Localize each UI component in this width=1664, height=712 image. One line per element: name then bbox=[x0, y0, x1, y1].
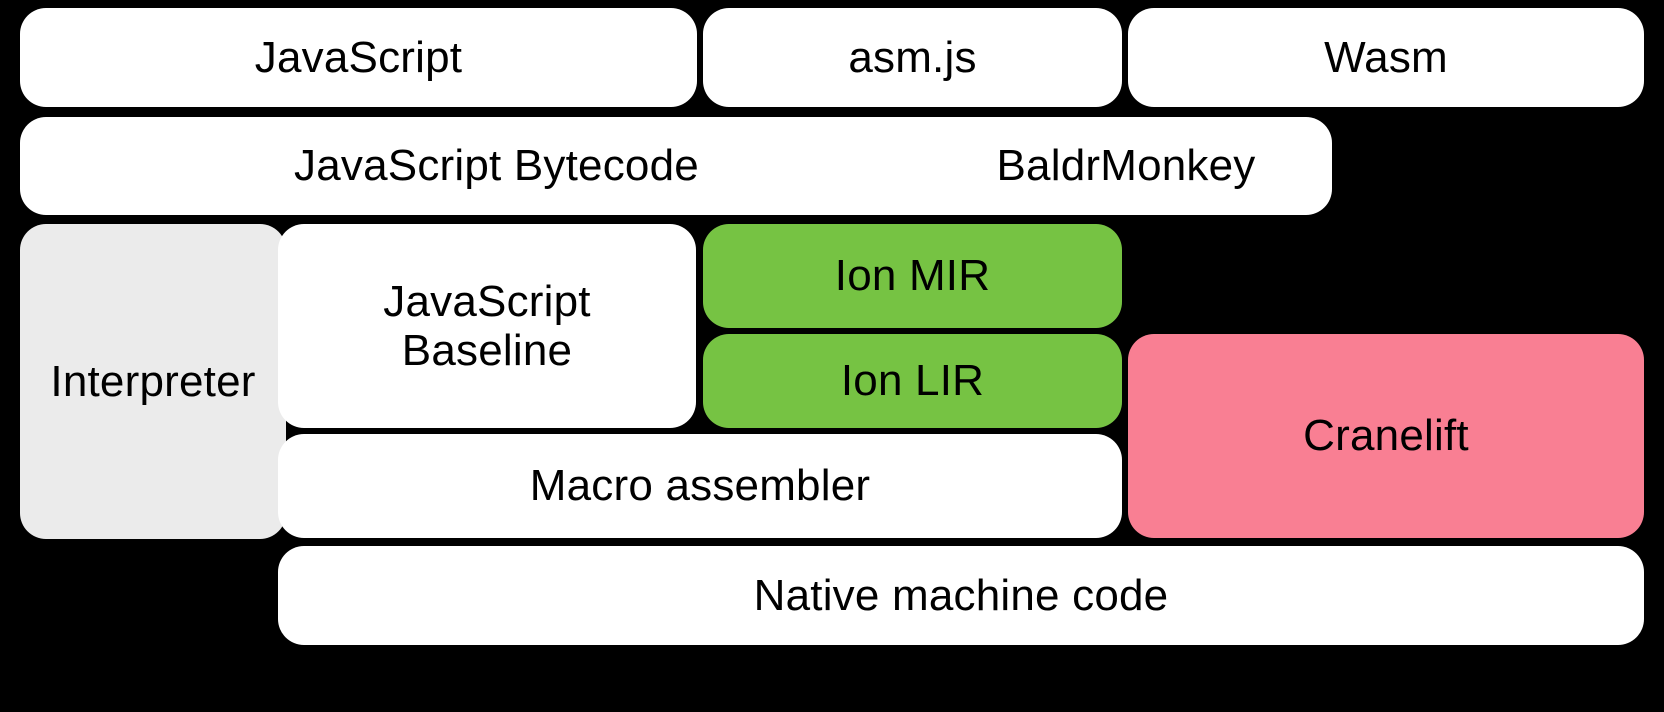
node-javascript[interactable]: JavaScript bbox=[20, 8, 697, 107]
node-javascript-baseline[interactable]: JavaScript Baseline bbox=[278, 224, 696, 428]
node-asm-js[interactable]: asm.js bbox=[703, 8, 1122, 107]
node-label: JavaScript Bytecode bbox=[294, 141, 699, 191]
node-label: Ion LIR bbox=[840, 356, 985, 406]
node-native-machine-code[interactable]: Native machine code bbox=[278, 546, 1644, 645]
node-cranelift[interactable]: Cranelift bbox=[1128, 334, 1644, 538]
node-label: Wasm bbox=[1324, 32, 1448, 82]
node-ion-lir[interactable]: Ion LIR bbox=[703, 334, 1122, 428]
node-ion-mir[interactable]: Ion MIR bbox=[703, 224, 1122, 328]
node-label: Ion MIR bbox=[834, 251, 991, 301]
node-baldrmonkey[interactable]: BaldrMonkey bbox=[920, 117, 1332, 215]
node-macro-assembler[interactable]: Macro assembler bbox=[278, 434, 1122, 538]
node-javascript-bytecode[interactable]: JavaScript Bytecode bbox=[20, 117, 973, 215]
node-label: JavaScript bbox=[254, 32, 463, 82]
node-label: Macro assembler bbox=[529, 461, 871, 511]
node-label: BaldrMonkey bbox=[996, 141, 1256, 191]
node-label: Cranelift bbox=[1303, 411, 1469, 461]
node-label: asm.js bbox=[848, 32, 977, 82]
node-label: Interpreter bbox=[50, 356, 256, 406]
node-label: Native machine code bbox=[753, 570, 1169, 620]
node-interpreter[interactable]: Interpreter bbox=[20, 224, 286, 539]
node-label: JavaScript Baseline bbox=[383, 276, 591, 375]
node-wasm[interactable]: Wasm bbox=[1128, 8, 1644, 107]
